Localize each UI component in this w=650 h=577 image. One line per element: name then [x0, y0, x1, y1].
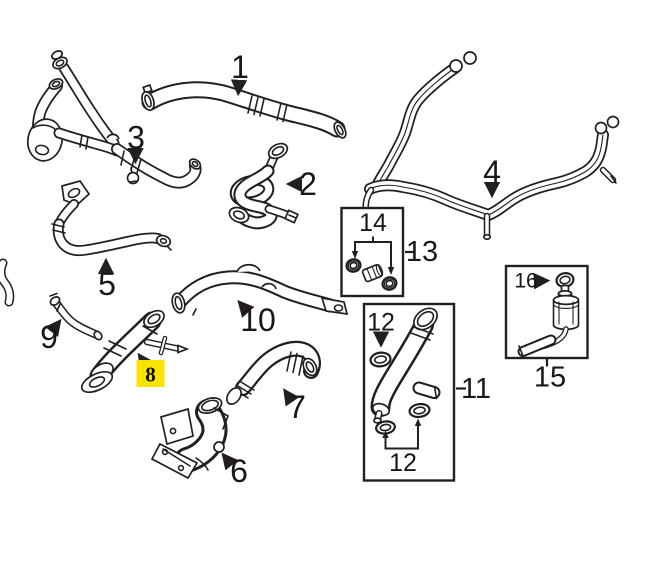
part-2-drawing	[228, 142, 300, 230]
part-1-drawing	[141, 81, 347, 139]
callout-11-label[interactable]: 11	[461, 373, 491, 405]
part-4-drawing	[362, 51, 620, 241]
highlighted-callout-8-box[interactable]	[136, 360, 165, 387]
callout-3-label[interactable]: 3	[127, 120, 145, 156]
part-13-14-group-box	[340, 206, 414, 298]
callout-2-label[interactable]: 2	[299, 166, 317, 202]
callout-1-label[interactable]: 1	[231, 49, 249, 85]
part-10-drawing	[171, 263, 349, 316]
part-5-drawing	[51, 180, 172, 257]
part-11-12-group-box	[362, 302, 466, 482]
callout-16-label[interactable]: 16	[514, 270, 537, 293]
callout-leader-arrows	[44, 79, 501, 471]
part-6-drawing	[150, 397, 229, 480]
part-4-connector	[463, 51, 477, 65]
callout-8-label[interactable]: 8	[145, 363, 156, 387]
part-4-connector	[606, 115, 620, 129]
part-9-drawing	[49, 292, 103, 341]
part-4-connector	[449, 59, 463, 73]
callout-5-label[interactable]: 5	[98, 266, 116, 302]
callout-4-label[interactable]: 4	[483, 154, 501, 190]
callout-7-label[interactable]: 7	[288, 389, 306, 425]
callout-labels: 1 2 3 4 5 6 7 9 10 11 12 12 13 14 15 16	[40, 49, 566, 489]
callout-6-label[interactable]: 6	[230, 453, 248, 489]
callout-13-label[interactable]: 13	[406, 236, 438, 268]
part-3-drawing	[26, 50, 202, 189]
callout-12-top-label[interactable]: 12	[367, 309, 395, 337]
callout-15-label[interactable]: 15	[534, 362, 566, 394]
callout-14-label[interactable]: 14	[359, 209, 387, 237]
part-15-16-group-box	[504, 264, 589, 367]
callout-9-label[interactable]: 9	[40, 319, 58, 355]
part-8-drawing	[80, 309, 190, 394]
part-4-connector	[594, 121, 608, 135]
callout-10-label[interactable]: 10	[240, 302, 276, 338]
edge-hose-fragment	[0, 258, 15, 307]
part-7-drawing	[226, 340, 321, 405]
callout-12-bottom-label[interactable]: 12	[389, 449, 417, 477]
